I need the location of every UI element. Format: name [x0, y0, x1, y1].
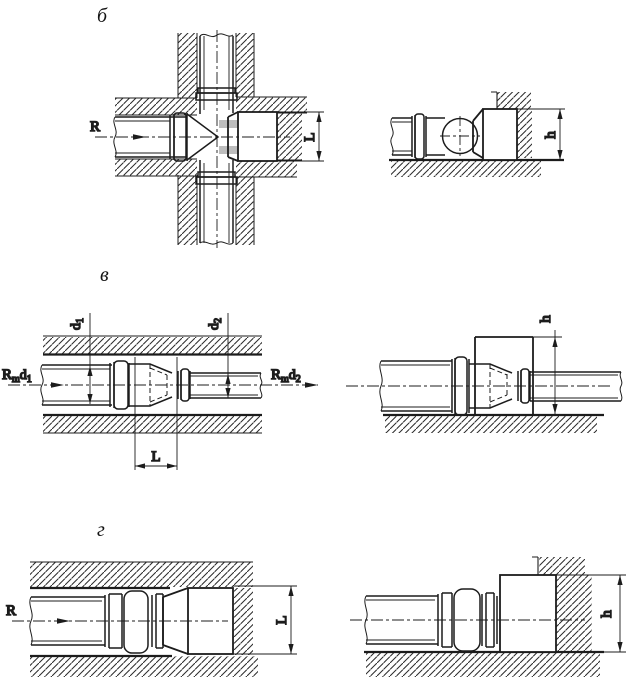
inlet-label: Rmd1	[2, 367, 32, 385]
figure-v-left: Rmd1 Rmd2 d1 d2 L	[1, 313, 318, 470]
inlet-pipe	[379, 360, 452, 412]
flow-label: R	[6, 603, 16, 619]
dim-d1-label: d1	[69, 318, 86, 330]
horizontal-pipe	[113, 116, 187, 158]
flow-arrows	[51, 382, 318, 388]
dimension-h	[517, 108, 565, 160]
flow-arrow	[133, 134, 146, 140]
flow-arrow	[57, 618, 70, 624]
dimension-h	[533, 330, 562, 414]
dim-L-label: L	[302, 132, 318, 141]
wall-hatching	[115, 33, 307, 245]
figure-b-right: h	[389, 91, 565, 177]
pipe-socket	[195, 87, 238, 185]
dim-d2-label: d2	[207, 318, 224, 330]
wall-hatching	[385, 415, 597, 433]
vertical-pipe	[195, 33, 238, 245]
dim-h-label: h	[543, 131, 559, 139]
dimension-L	[233, 585, 297, 655]
valve-body	[499, 556, 557, 653]
wall-edges	[30, 561, 253, 658]
socket-fitting	[104, 590, 164, 654]
ball-valve	[440, 116, 480, 156]
centerlines	[95, 30, 290, 248]
figure-g-left: R L	[5, 561, 297, 677]
wall-hatching	[30, 562, 258, 677]
figure-g-right: h	[350, 556, 626, 677]
dimension-L	[134, 357, 178, 470]
section-label-v: в	[100, 264, 109, 286]
dim-h-label: h	[538, 315, 554, 323]
socket-fitting	[437, 588, 498, 652]
valve-body	[472, 91, 518, 161]
inlet-pipe	[40, 364, 112, 406]
dim-L-label: L	[274, 615, 290, 624]
enclosure-box	[474, 336, 534, 415]
flow-label: R	[90, 119, 100, 135]
figure-b-left: R L	[89, 30, 324, 248]
wall-hatching	[391, 92, 541, 177]
dim-h-label: h	[599, 610, 615, 618]
section-label-g: г	[97, 519, 105, 541]
section-label-b: б	[97, 5, 108, 27]
dim-L-label: L	[151, 449, 160, 465]
wall-hatching	[366, 557, 600, 677]
pipe	[29, 596, 105, 646]
wall-edges	[43, 335, 262, 434]
outlet-pipe	[190, 372, 263, 399]
dimension-d1	[87, 313, 93, 404]
dimension-d2	[225, 313, 231, 398]
pipe	[364, 595, 438, 645]
wall-hatching	[43, 337, 262, 433]
figure-v-right: h	[346, 314, 623, 433]
dimension-h	[556, 574, 626, 653]
dimension-L	[277, 111, 324, 162]
outlet-pipe	[530, 371, 623, 402]
wall-edges	[115, 33, 307, 245]
pipe	[390, 113, 445, 160]
outlet-label: Rmd2	[271, 367, 301, 385]
